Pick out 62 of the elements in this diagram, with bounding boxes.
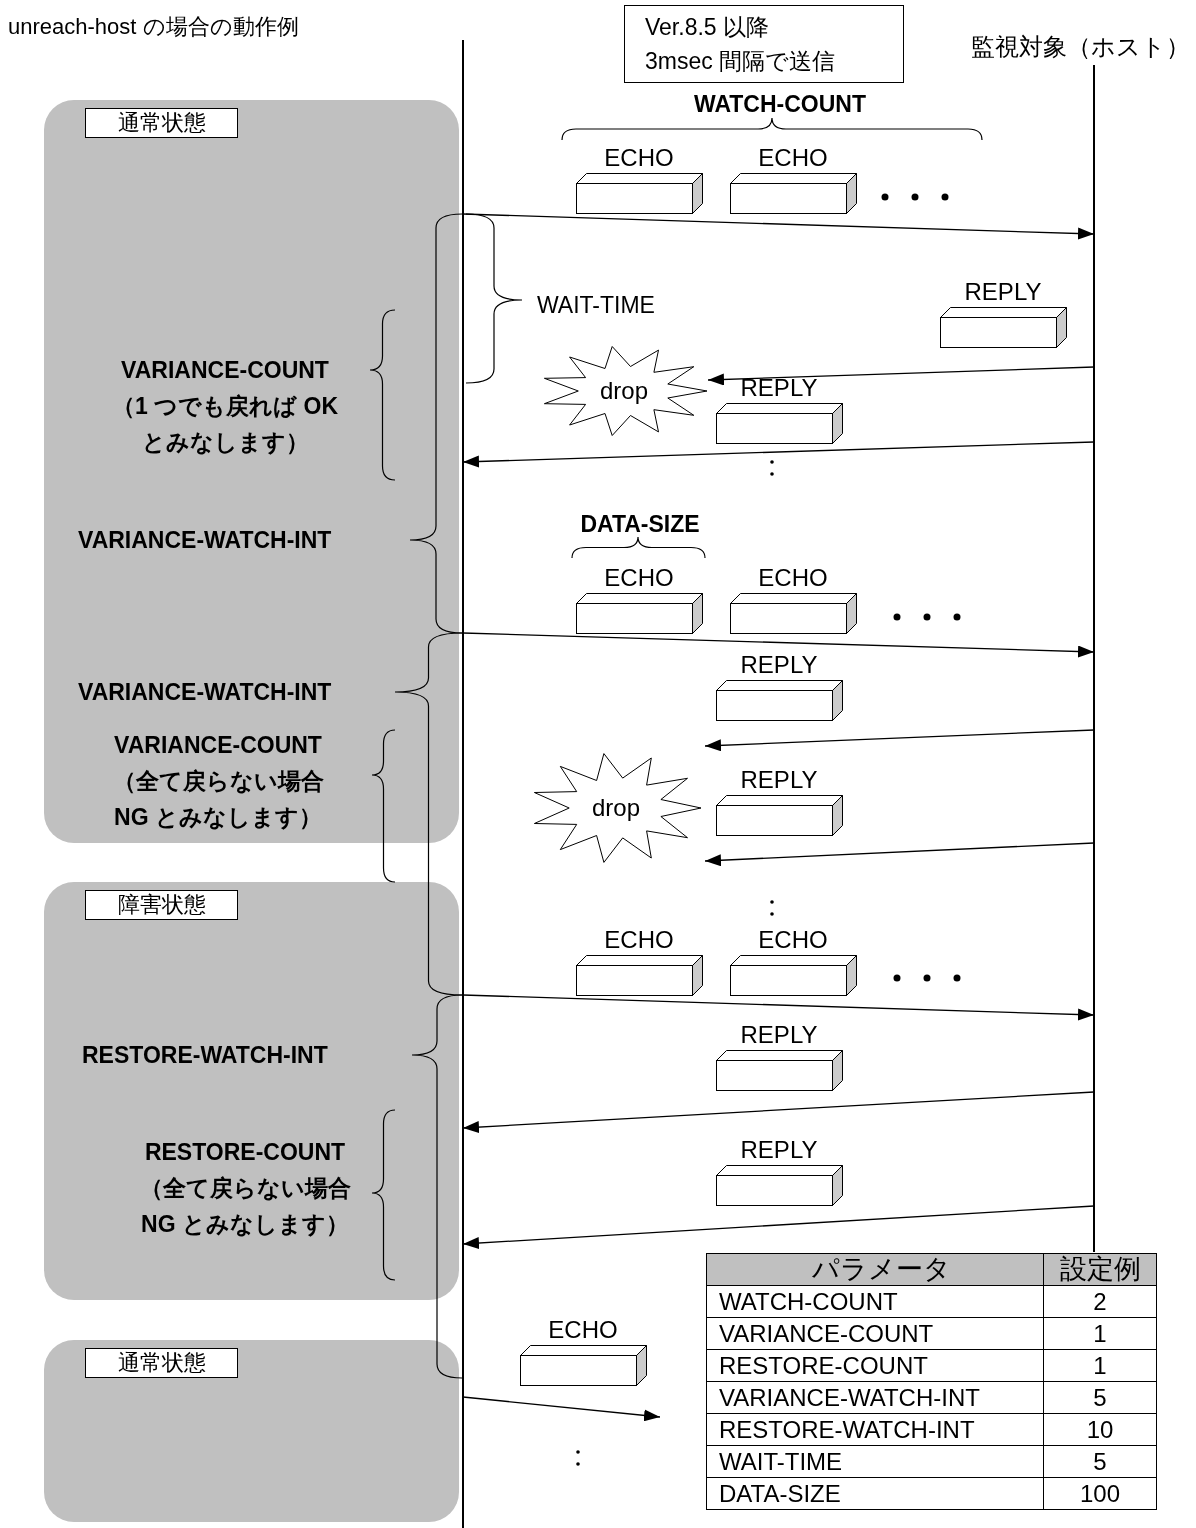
arrow bbox=[704, 729, 1095, 752]
table-cell: DATA-SIZE bbox=[706, 1477, 1044, 1510]
arrow bbox=[707, 366, 1095, 386]
state-tag: 障害状態 bbox=[85, 890, 238, 920]
table-cell: 100 bbox=[1043, 1477, 1157, 1510]
parameter-label: WATCH-COUNT bbox=[692, 90, 867, 119]
packet-label: ECHO bbox=[547, 1315, 619, 1345]
packet-label: ECHO bbox=[757, 925, 829, 955]
table-cell: WATCH-COUNT bbox=[706, 1285, 1044, 1318]
brace-label: VARIANCE-COUNT （1 つでも戻れば OK とみなします） bbox=[110, 356, 340, 457]
packet-label: ECHO bbox=[757, 563, 829, 593]
state-panel bbox=[44, 1340, 459, 1522]
drop-label: drop bbox=[598, 376, 649, 406]
state-tag: 通常状態 bbox=[85, 108, 238, 138]
parameter-label: DATA-SIZE bbox=[579, 510, 701, 539]
lifeline bbox=[462, 40, 464, 1528]
table-cell: RESTORE-WATCH-INT bbox=[706, 1413, 1044, 1446]
diagram-title: unreach-host の場合の動作例 bbox=[8, 13, 299, 41]
packet-label: ECHO bbox=[603, 925, 675, 955]
lifeline-heading: 監視対象（ホスト） bbox=[971, 32, 1190, 62]
arrow bbox=[462, 1205, 1095, 1250]
header-cell: 設定例 bbox=[1043, 1253, 1157, 1286]
header-cell: パラメータ bbox=[706, 1253, 1044, 1286]
state-panel bbox=[44, 100, 459, 843]
arrow bbox=[462, 632, 1095, 658]
arrow bbox=[704, 842, 1095, 867]
drop-label: drop bbox=[590, 793, 641, 823]
note-text: Ver.8.5 以降 bbox=[645, 13, 770, 42]
packet-label: ECHO bbox=[603, 563, 675, 593]
packet-label: REPLY bbox=[739, 373, 819, 403]
packet-label: REPLY bbox=[739, 765, 819, 795]
table-cell: WAIT-TIME bbox=[706, 1445, 1044, 1478]
state-panel bbox=[44, 882, 459, 1300]
arrow bbox=[462, 441, 1095, 468]
packet-label: ECHO bbox=[757, 143, 829, 173]
arrow bbox=[462, 1091, 1095, 1134]
table-cell: 5 bbox=[1043, 1381, 1157, 1414]
brace-label: RESTORE-WATCH-INT bbox=[82, 1041, 328, 1070]
table-cell: 1 bbox=[1043, 1349, 1157, 1382]
packet-label: REPLY bbox=[963, 277, 1043, 307]
packet-label: REPLY bbox=[739, 1020, 819, 1050]
table-cell: RESTORE-COUNT bbox=[706, 1349, 1044, 1382]
table-cell: 10 bbox=[1043, 1413, 1157, 1446]
packet-label: ECHO bbox=[603, 143, 675, 173]
brace-label: VARIANCE-WATCH-INT bbox=[78, 526, 332, 555]
brace-label: VARIANCE-COUNT （全て戻らない場合 NG とみなします） bbox=[111, 731, 325, 832]
arrow bbox=[462, 213, 1095, 240]
arrow bbox=[462, 1396, 661, 1422]
packet-label: REPLY bbox=[739, 650, 819, 680]
arrow bbox=[462, 994, 1095, 1021]
table-cell: 5 bbox=[1043, 1445, 1157, 1478]
table-cell: VARIANCE-WATCH-INT bbox=[706, 1381, 1044, 1414]
table-cell: VARIANCE-COUNT bbox=[706, 1317, 1044, 1350]
brace-label: VARIANCE-WATCH-INT bbox=[78, 678, 332, 707]
note-box bbox=[624, 5, 904, 83]
brace-label: RESTORE-COUNT （全て戻らない場合 NG とみなします） bbox=[138, 1138, 352, 1239]
table-cell: 2 bbox=[1043, 1285, 1157, 1318]
packet-label: REPLY bbox=[739, 1135, 819, 1165]
parameter-label: WAIT-TIME bbox=[537, 291, 655, 320]
state-tag: 通常状態 bbox=[85, 1348, 238, 1378]
table-cell: 1 bbox=[1043, 1317, 1157, 1350]
note-text: 3msec 間隔で送信 bbox=[645, 47, 837, 76]
